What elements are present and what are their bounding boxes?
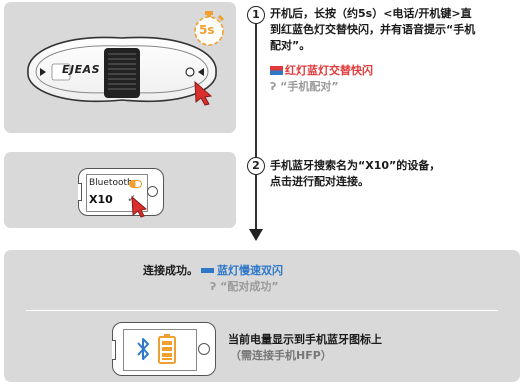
battery-info: 当前电量显示到手机蓝牙图标上 （需连接手机HFP）: [228, 332, 382, 364]
battery-info-line2: （需连接手机HFP）: [230, 349, 332, 362]
success-line: 连接成功。 蓝灯慢速双闪: [143, 262, 283, 278]
voice-prompt-icon: ʔ: [210, 280, 217, 293]
step1-led-label: 红灯蓝灯交替快闪: [285, 64, 373, 77]
device-name: X10: [89, 193, 113, 206]
brand-logo: EJEAS: [62, 63, 101, 76]
divider: [26, 310, 498, 311]
step1-instruction: 开机后，长按（约5s）<电话/开机键>直 到红蓝色灯交替快闪，并有语音提示“手机…: [270, 7, 476, 52]
flow-line: [255, 10, 257, 230]
result-panel: [4, 250, 520, 382]
success-label: 连接成功。: [143, 264, 198, 277]
step2-number: 2: [247, 157, 265, 175]
battery-icon: [158, 334, 176, 364]
red-blue-led-icon: [270, 66, 283, 75]
result-led-label: 蓝灯慢速双闪: [217, 264, 283, 277]
hand-pointer-icon: [131, 195, 148, 218]
headset-illustration: [27, 36, 217, 103]
stopwatch-icon: [194, 11, 225, 46]
step1-number: 1: [247, 6, 265, 24]
step2-instruction: 手机蓝牙搜索名为“X10”的设备， 点击进行配对连接。: [270, 159, 441, 188]
blue-led-icon: [201, 268, 214, 273]
step1-led-indicator: 红灯蓝灯交替快闪: [270, 64, 373, 78]
toggle-icon: [129, 180, 142, 188]
bluetooth-setting-label: Bluetooth: [89, 178, 133, 188]
flow-arrow-icon: [249, 229, 263, 241]
battery-info-line1: 当前电量显示到手机蓝牙图标上: [228, 333, 382, 346]
bluetooth-icon: [137, 338, 149, 360]
voice-prompt-icon: ʔ: [270, 80, 277, 93]
phone-screen: Bluetooth X10 ✓: [78, 168, 164, 216]
step1-voice-prompt: ʔ “手机配对”: [270, 80, 339, 94]
timer-label: 5s: [199, 23, 215, 37]
hand-pointer-icon: [194, 80, 213, 106]
result-voice-prompt: ʔ “配对成功”: [210, 280, 279, 294]
phone-battery-display: [112, 322, 216, 376]
result-voice-label: “配对成功”: [220, 280, 279, 293]
step1-voice-label: “手机配对”: [280, 80, 339, 93]
